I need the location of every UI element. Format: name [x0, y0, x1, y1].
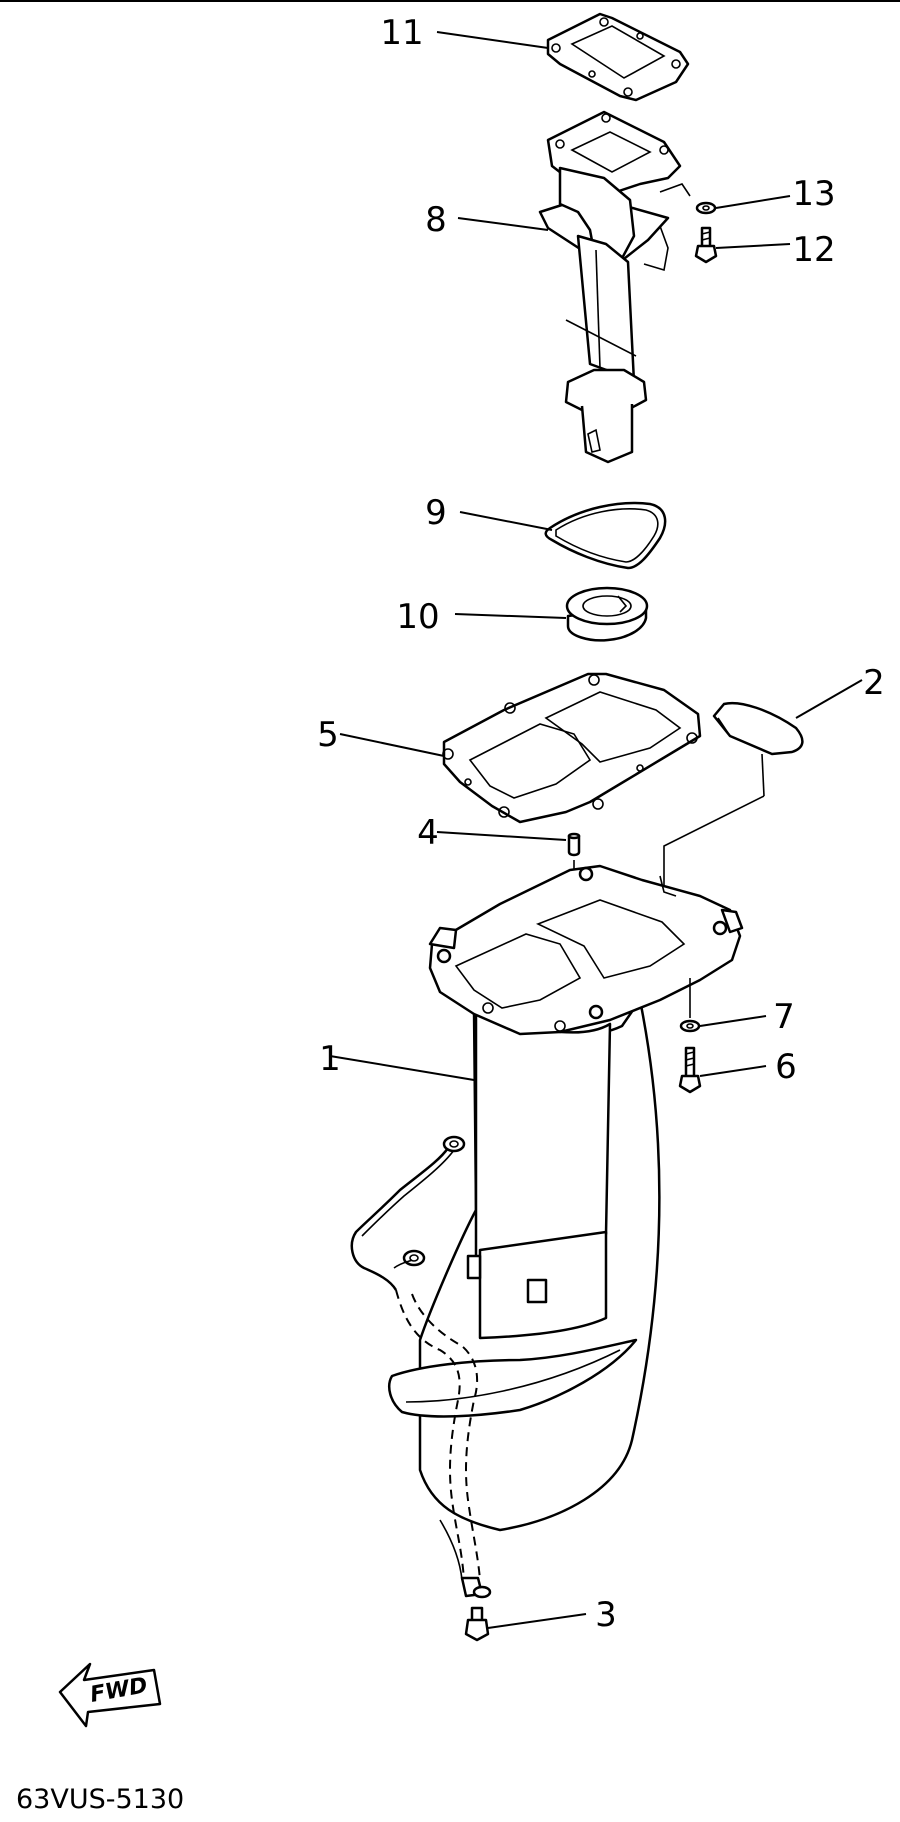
callout-11: 11	[380, 13, 423, 53]
part-4-dowel-pin	[567, 832, 581, 880]
callout-2: 2	[863, 663, 885, 703]
callout-8: 8	[425, 200, 447, 240]
part-5-gasket	[442, 672, 702, 824]
part-1-upper-casing	[388, 864, 744, 1532]
bolt-alignment-line	[659, 183, 691, 197]
callout-6: 6	[775, 1047, 797, 1087]
part-10-grommet	[565, 586, 649, 642]
callout-9: 9	[425, 493, 447, 533]
callout-1: 1	[319, 1039, 341, 1079]
callout-7: 7	[773, 997, 795, 1037]
callout-3: 3	[595, 1595, 617, 1635]
part-7-washer	[679, 1019, 701, 1033]
part-3-bolt	[464, 1606, 490, 1642]
callout-12: 12	[792, 230, 835, 270]
callout-10: 10	[396, 597, 439, 637]
part-9-seal	[544, 501, 667, 570]
part-6-bolt	[678, 1046, 702, 1094]
part-13-washer	[695, 201, 717, 215]
leader-lines	[329, 31, 863, 1629]
part-12-bolt	[694, 226, 718, 264]
fwd-arrow-icon: FWD	[58, 1662, 162, 1728]
callout-13: 13	[792, 174, 835, 214]
callout-4: 4	[417, 813, 439, 853]
ground-cable	[350, 1135, 492, 1599]
part-8-exhaust-guide	[538, 110, 682, 464]
part-11-gasket	[546, 12, 690, 102]
callout-5: 5	[317, 715, 339, 755]
drawing-code: 63VUS-5130	[16, 1784, 184, 1815]
